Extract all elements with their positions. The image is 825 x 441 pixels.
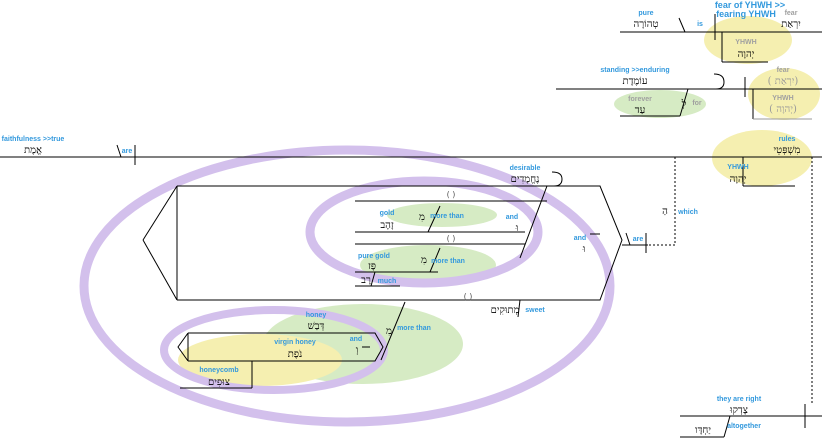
clause-fear-pure: pure טְהוֹרָה is fear of YHWH >> fearing… [620, 0, 822, 63]
label-which: which [677, 209, 698, 216]
label-is: is [697, 21, 703, 28]
placeholder-paren-puregold: ( ) [447, 234, 456, 243]
label-more-than-honey: more than [397, 325, 431, 332]
label-forever: forever [628, 96, 652, 103]
label-are-which: are [633, 236, 644, 243]
label-fear-of-yhwh: fear of YHWH >> [715, 0, 785, 10]
hebrew-mem-honey: מִ [386, 326, 392, 337]
hebrew-tehorah: טְהוֹרָה [633, 19, 658, 30]
label-fearing-yhwh: fearing YHWH [716, 9, 776, 19]
label-altogether: altogether [727, 423, 761, 430]
label-sweet: sweet [525, 307, 545, 314]
hebrew-heh: הַ [662, 206, 668, 217]
label-fear-top: fear [785, 10, 798, 17]
ring-large [79, 145, 615, 427]
highlight-fear-yhwh [704, 16, 792, 64]
hebrew-yhwh-rules: יְהוָה [730, 174, 747, 185]
label-are-main: are [122, 148, 133, 155]
hebrew-nofet: נֹפֶת [288, 349, 303, 360]
label-and-gold: and [506, 214, 518, 221]
hebrew-yhwh-paren: ( יְהוָה) [769, 104, 797, 115]
label-fear-paren: fear [777, 67, 790, 74]
label-more-than-puregold: more than [431, 258, 465, 265]
label-standing-enduring: standing >>enduring [600, 67, 669, 74]
label-more-than-gold: more than [430, 213, 464, 220]
label-desirable: desirable [510, 165, 541, 172]
label-pure: pure [638, 10, 653, 17]
hebrew-yirat: יִרְאַת [781, 19, 801, 30]
hebrew-metukim: מְתוּקִים [491, 305, 520, 316]
label-rules: rules [779, 136, 796, 143]
label-much: much [378, 278, 397, 285]
highlight-gold [387, 203, 497, 227]
label-virgin-honey: virgin honey [274, 339, 316, 346]
hebrew-emet: אֱמֶת [24, 145, 42, 156]
ring-honey [160, 306, 388, 394]
label-for: for [692, 100, 702, 107]
hebrew-paz: פָּז [368, 261, 376, 272]
label-yhwh-rules: YHWH [727, 164, 748, 171]
hebrew-omedet: עוֹמֶדֶת [622, 76, 647, 87]
label-gold: gold [380, 210, 395, 217]
label-yhwh-top: YHWH [735, 39, 756, 46]
hebrew-vav-main: וּ [582, 244, 586, 255]
label-faithfulness-true: faithfulness >>true [2, 136, 65, 143]
hebrew-mem-gold: מִ [419, 212, 425, 223]
highlight-forever [614, 90, 706, 118]
ring-gold [305, 176, 543, 288]
hebrew-tzadku: צָדְקוּ [729, 405, 748, 416]
label-and-honey: and [350, 336, 362, 343]
hebrew-yhwh-top: יְהוָה [738, 49, 755, 60]
clause-standing: standing >>enduring עוֹמֶדֶת fear ( יִרְ… [556, 67, 822, 120]
hebrew-lamed: לְ [681, 98, 687, 110]
label-honeycomb: honeycomb [199, 367, 238, 374]
hebrew-yirat-paren: ( יִרְאַת) [768, 76, 799, 87]
clause-which: which הַ are desirable נֶחֱמָדִים and וּ… [142, 165, 698, 389]
label-honey: honey [306, 312, 327, 319]
highlight-honey-yellow [178, 334, 342, 386]
hebrew-vav-honey: וְ [356, 345, 359, 356]
label-they-are-right: they are right [717, 396, 762, 403]
hebrew-rav: רָב [361, 275, 371, 286]
hebrew-mem-puregold: מִ [421, 255, 427, 266]
highlight-pure-gold [360, 245, 496, 285]
hebrew-nechemadim: נֶחֱמָדִים [511, 174, 540, 185]
highlight-yhwh-paren [748, 68, 820, 120]
placeholder-paren-gold: ( ) [447, 190, 456, 199]
hebrew-mishpetei: מִשְׁפְּטֵי [774, 145, 801, 156]
hebrew-tzufim: צוּפִים [208, 377, 230, 388]
highlight-rules [712, 130, 812, 186]
label-yhwh-paren: YHWH [772, 95, 793, 102]
hebrew-ad: עַד [635, 105, 646, 116]
clause-right: they are right צָדְקוּ יַחְדָּו altogeth… [680, 396, 822, 438]
hebrew-zahav: זָהָב [380, 220, 394, 231]
clause-main: faithfulness >>true אֱמֶת are rules מִשְ… [0, 136, 822, 404]
label-and-main: and [574, 235, 586, 242]
hebrew-devash: דְּבַשׁ [308, 321, 325, 332]
label-pure-gold: pure gold [358, 253, 390, 260]
hebrew-yachdav: יַחְדָּו [695, 425, 711, 436]
hebrew-vav-gold: וּ [515, 223, 519, 234]
highlights [79, 16, 820, 427]
placeholder-paren-sweet: ( ) [464, 292, 473, 301]
